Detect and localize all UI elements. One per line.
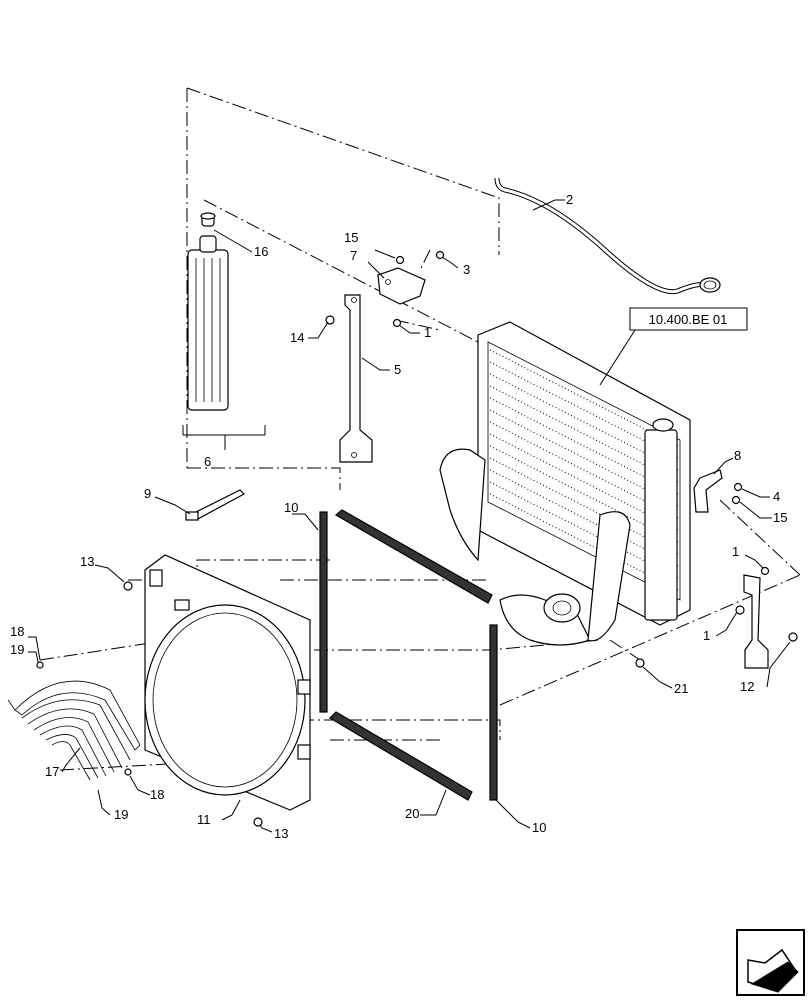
bracket-12 bbox=[743, 574, 769, 669]
callout-19a: 19 bbox=[10, 642, 24, 657]
radiator-assembly bbox=[439, 321, 691, 646]
callout-9: 9 bbox=[144, 486, 151, 501]
coolant-pipe bbox=[494, 177, 721, 295]
callout-10b: 10 bbox=[532, 820, 546, 835]
fan-shroud bbox=[144, 554, 311, 811]
callout-4: 4 bbox=[773, 489, 780, 504]
fasteners bbox=[36, 250, 798, 827]
cable-tie bbox=[185, 489, 245, 521]
callout-8: 8 bbox=[734, 448, 741, 463]
leader-lines bbox=[28, 199, 791, 833]
callout-5: 5 bbox=[394, 362, 401, 377]
callouts: 2 3 15 7 16 14 1 5 6 8 4 15 1 1 12 21 9 … bbox=[10, 192, 787, 841]
callout-20: 20 bbox=[405, 806, 419, 821]
callout-11: 11 bbox=[197, 812, 211, 827]
reference-box-label: 10.400.BE 01 bbox=[649, 312, 728, 327]
callout-1c: 1 bbox=[703, 628, 710, 643]
reference-box[interactable]: 10.400.BE 01 bbox=[599, 307, 748, 386]
callout-13b: 13 bbox=[274, 826, 288, 841]
callout-1a: 1 bbox=[424, 325, 431, 340]
callout-18a: 18 bbox=[10, 624, 24, 639]
callout-6: 6 bbox=[204, 454, 211, 469]
expansion-tank bbox=[182, 212, 266, 450]
bracket-8 bbox=[693, 469, 723, 513]
callout-17: 17 bbox=[45, 764, 59, 779]
fan-guard bbox=[7, 680, 141, 781]
callout-13a: 13 bbox=[80, 554, 94, 569]
callout-14: 14 bbox=[290, 330, 304, 345]
callout-21: 21 bbox=[674, 681, 688, 696]
callout-15b: 15 bbox=[773, 510, 787, 525]
callout-16: 16 bbox=[254, 244, 268, 259]
callout-3: 3 bbox=[463, 262, 470, 277]
arrow-navigation-icon[interactable] bbox=[736, 929, 805, 996]
callout-10a: 10 bbox=[284, 500, 298, 515]
callout-15a: 15 bbox=[344, 230, 358, 245]
seal-strips bbox=[319, 509, 498, 801]
callout-7: 7 bbox=[350, 248, 357, 263]
callout-1b: 1 bbox=[732, 544, 739, 559]
bracket-7 bbox=[377, 267, 426, 305]
callout-2: 2 bbox=[566, 192, 573, 207]
callout-19b: 19 bbox=[114, 807, 128, 822]
mounting-bracket-5 bbox=[339, 294, 373, 463]
callout-18b: 18 bbox=[150, 787, 164, 802]
callout-12: 12 bbox=[740, 679, 754, 694]
